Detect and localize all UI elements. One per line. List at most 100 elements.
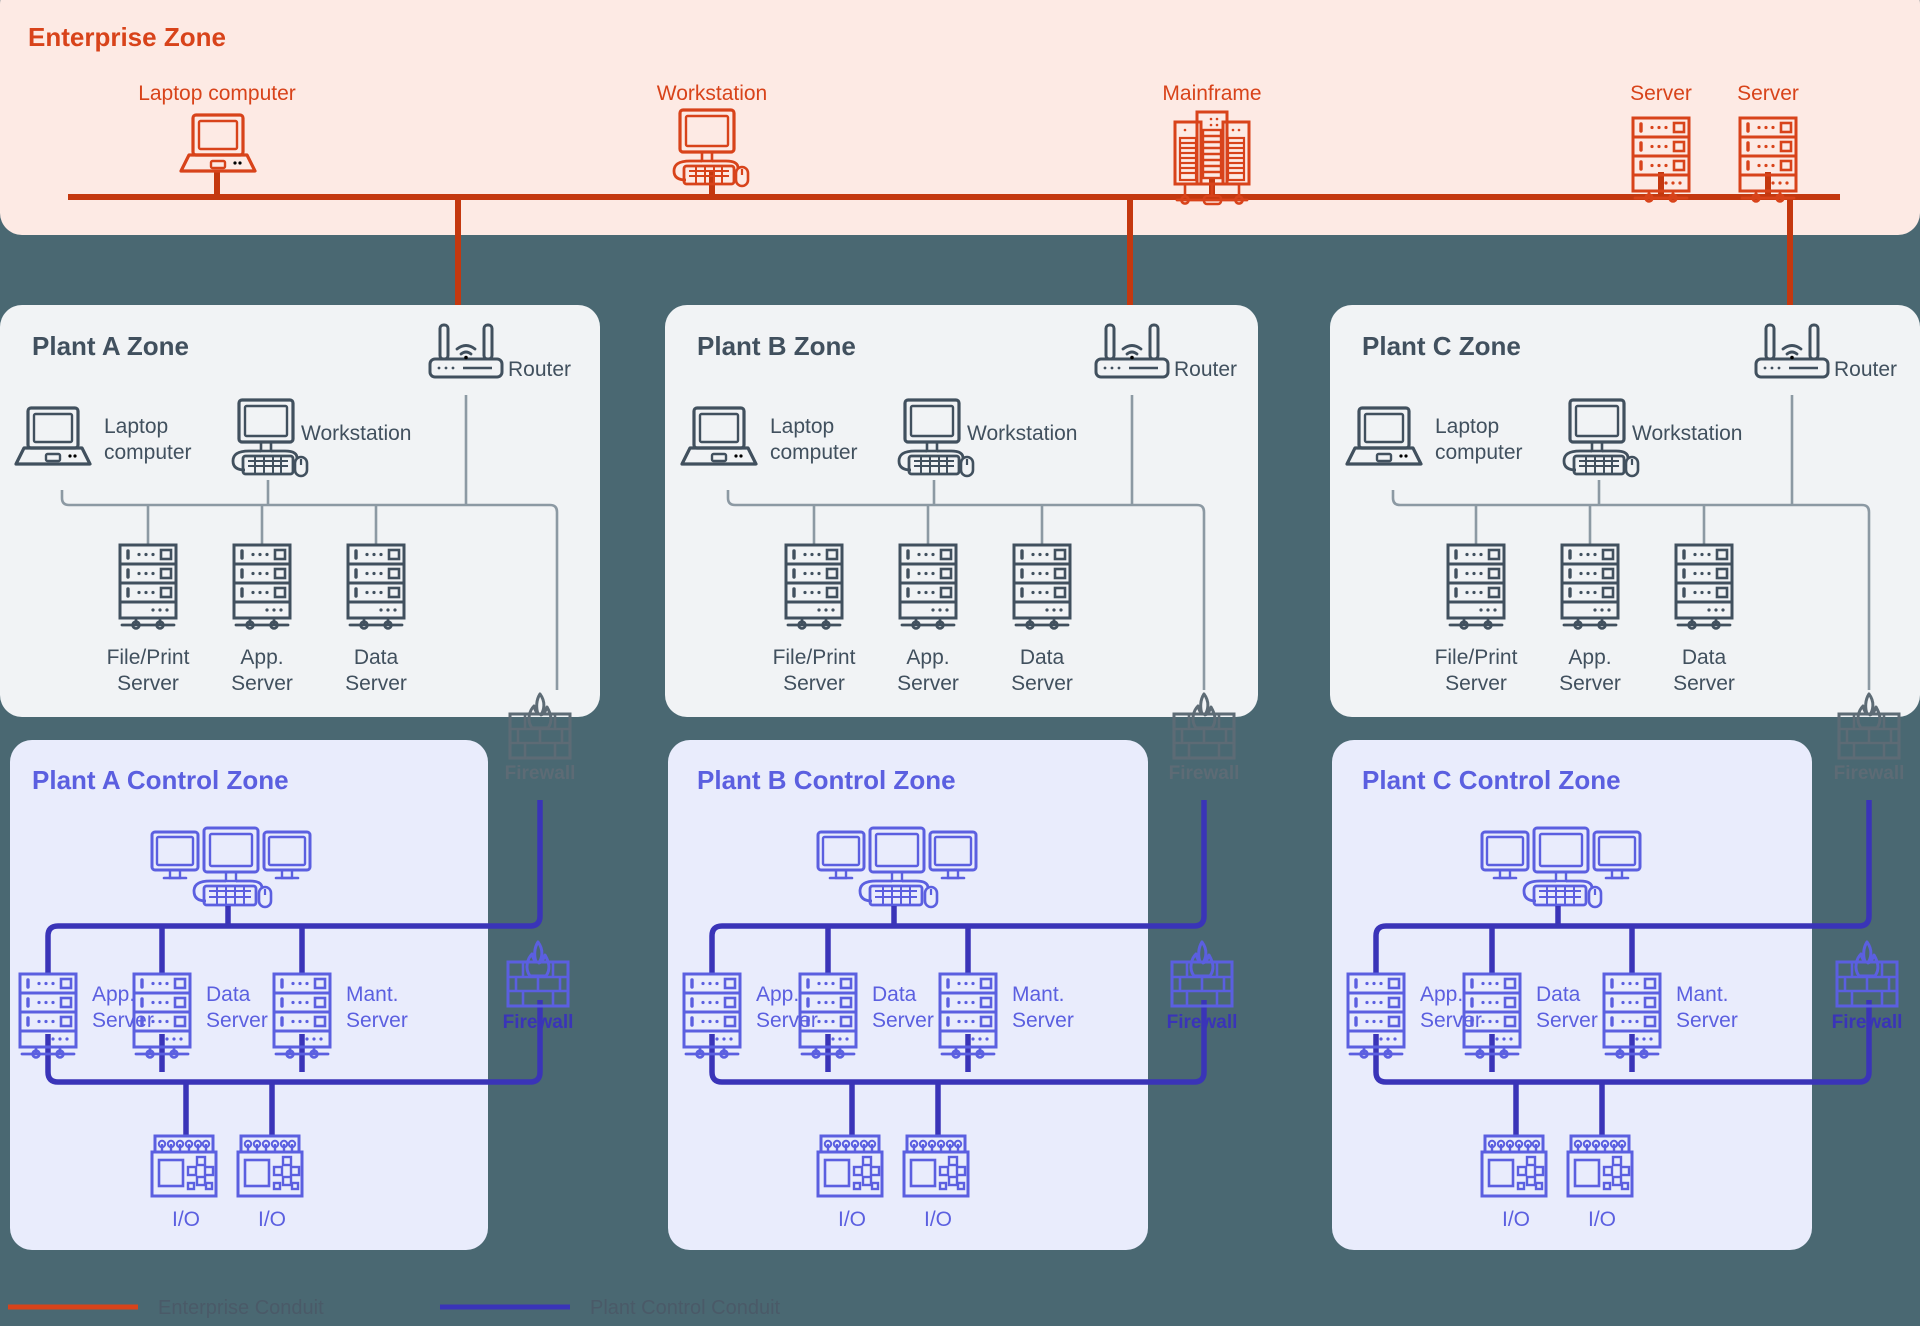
control-server-label-line2: Server <box>92 1009 154 1032</box>
io-module-label: I/O <box>838 1208 866 1231</box>
workstation-label: Workstation <box>1632 422 1743 445</box>
plant-server-label-line2: Server <box>1673 672 1735 695</box>
plant-c-firewall-blue[interactable]: Firewall <box>1832 940 1903 1033</box>
firewall-icon <box>1170 940 1234 1008</box>
enterprise-node-laptop[interactable]: Laptop computer <box>138 82 296 173</box>
control-server-label-line2: Server <box>872 1009 934 1032</box>
laptop-label-line1: Laptop <box>1435 415 1499 438</box>
control-zone-title: Plant C Control Zone <box>1362 765 1621 795</box>
control-zone-panel <box>1332 740 1812 1250</box>
plant-server-label-line2: Server <box>1011 672 1073 695</box>
plant-c-control-zone: Plant C Control Zone App. Server Data Se… <box>1332 740 1872 1250</box>
router-label: Router <box>1834 358 1897 381</box>
control-server-label-line1: Mant. <box>346 983 399 1006</box>
plant-zone-wiring <box>726 395 1206 690</box>
plant-server-label-line2: Server <box>231 672 293 695</box>
plant-server-label-line1: Data <box>1682 646 1727 669</box>
plant-server-label-line1: File/Print <box>1435 646 1518 669</box>
control-server-label-line2: Server <box>1536 1009 1598 1032</box>
plant-b-control-zone: Plant B Control Zone App. Server Data Se… <box>668 740 1207 1250</box>
control-server-label-line1: App. <box>92 983 135 1006</box>
plant-server-label-line2: Server <box>117 672 179 695</box>
control-server-label-line2: Server <box>756 1009 818 1032</box>
laptop-label-line2: computer <box>770 441 858 464</box>
plant-b-firewall-blue[interactable]: Firewall <box>1167 940 1238 1033</box>
laptop-label-line1: Laptop <box>104 415 168 438</box>
enterprise-node-label: Server <box>1737 82 1799 105</box>
control-conduit-wiring <box>709 800 1207 1136</box>
laptop-label-line2: computer <box>104 441 192 464</box>
plant-server-label-line2: Server <box>783 672 845 695</box>
enterprise-zone: Enterprise Zone Laptop computer Workstat… <box>0 0 1920 325</box>
control-zone-panel <box>668 740 1148 1250</box>
plant-a-zone: Plant A Zone Router Laptop computer Work… <box>0 305 600 717</box>
legend: Enterprise Conduit Plant Control Conduit <box>8 1297 781 1319</box>
control-server-label-line1: App. <box>1420 983 1463 1006</box>
io-module-label: I/O <box>1502 1208 1530 1231</box>
plant-server-label-line1: App. <box>1568 646 1611 669</box>
laptop-label-line1: Laptop <box>770 415 834 438</box>
enterprise-node-label: Mainframe <box>1162 82 1261 105</box>
enterprise-node-label: Workstation <box>657 82 768 105</box>
enterprise-node-server-1[interactable]: Server <box>1630 82 1692 204</box>
legend-item-plant-control-conduit: Plant Control Conduit <box>440 1297 781 1319</box>
firewall-label: Firewall <box>1834 763 1905 784</box>
workstation-label: Workstation <box>967 422 1078 445</box>
plant-zone-wiring <box>1391 395 1871 690</box>
enterprise-zone-title: Enterprise Zone <box>28 22 226 52</box>
control-server-label-line1: Data <box>206 983 251 1006</box>
control-server-label-line2: Server <box>1420 1009 1482 1032</box>
control-server-label-line2: Server <box>206 1009 268 1032</box>
legend-item-enterprise-conduit: Enterprise Conduit <box>8 1297 324 1319</box>
enterprise-node-server-2[interactable]: Server <box>1737 82 1799 204</box>
control-conduit-wiring <box>45 800 543 1136</box>
plant-c-firewall-gray[interactable]: Firewall <box>1834 692 1905 784</box>
control-zone-title: Plant B Control Zone <box>697 765 956 795</box>
control-server-label-line1: Mant. <box>1676 983 1729 1006</box>
plant-zone-wiring <box>60 395 559 690</box>
laptop-label-line2: computer <box>1435 441 1523 464</box>
plant-server-label-line2: Server <box>1445 672 1507 695</box>
plant-zone-panel <box>665 305 1258 717</box>
plant-a-firewall-gray[interactable]: Firewall <box>505 692 576 784</box>
firewall-icon <box>1835 940 1899 1008</box>
plant-server-label-line1: App. <box>240 646 283 669</box>
workstation-label: Workstation <box>301 422 412 445</box>
enterprise-node-label: Server <box>1630 82 1692 105</box>
plant-b-firewall-gray[interactable]: Firewall <box>1169 692 1240 784</box>
legend-label: Enterprise Conduit <box>158 1297 324 1319</box>
plant-zone-panel <box>1330 305 1920 717</box>
firewall-label: Firewall <box>503 1012 574 1033</box>
enterprise-conduit-bus <box>68 172 1840 325</box>
control-server-label-line1: Mant. <box>1012 983 1065 1006</box>
plant-b-zone: Plant B Zone Router Laptop computer Work… <box>665 305 1258 717</box>
control-server-label-line1: App. <box>756 983 799 1006</box>
plant-server-label-line1: Data <box>1020 646 1065 669</box>
enterprise-node-workstation[interactable]: Workstation <box>657 82 768 188</box>
router-label: Router <box>508 358 571 381</box>
control-server-label-line1: Data <box>1536 983 1581 1006</box>
control-zone-title: Plant A Control Zone <box>32 765 289 795</box>
control-server-label-line2: Server <box>1012 1009 1074 1032</box>
control-server-label-line2: Server <box>346 1009 408 1032</box>
enterprise-node-mainframe[interactable]: Mainframe <box>1162 82 1262 206</box>
plant-a-control-zone: Plant A Control Zone App. Server Data Se… <box>10 740 543 1250</box>
control-zone-panel <box>10 740 488 1250</box>
plant-server-label-line2: Server <box>897 672 959 695</box>
firewall-label: Firewall <box>1167 1012 1238 1033</box>
plant-c-zone: Plant C Zone Router Laptop computer Work… <box>1330 305 1920 717</box>
control-server-label-line1: Data <box>872 983 917 1006</box>
io-module-label: I/O <box>172 1208 200 1231</box>
firewall-icon <box>506 940 570 1008</box>
plant-server-label-line1: File/Print <box>773 646 856 669</box>
firewall-label: Firewall <box>505 763 576 784</box>
io-module-label: I/O <box>258 1208 286 1231</box>
plant-server-label-line1: App. <box>906 646 949 669</box>
plant-zone-panel <box>0 305 600 717</box>
plant-zone-title: Plant C Zone <box>1362 331 1521 361</box>
plant-a-firewall-blue[interactable]: Firewall <box>503 940 574 1033</box>
legend-label: Plant Control Conduit <box>590 1297 781 1319</box>
enterprise-node-label: Laptop computer <box>138 82 296 105</box>
plant-server-label-line1: File/Print <box>107 646 190 669</box>
plant-zone-title: Plant B Zone <box>697 331 856 361</box>
